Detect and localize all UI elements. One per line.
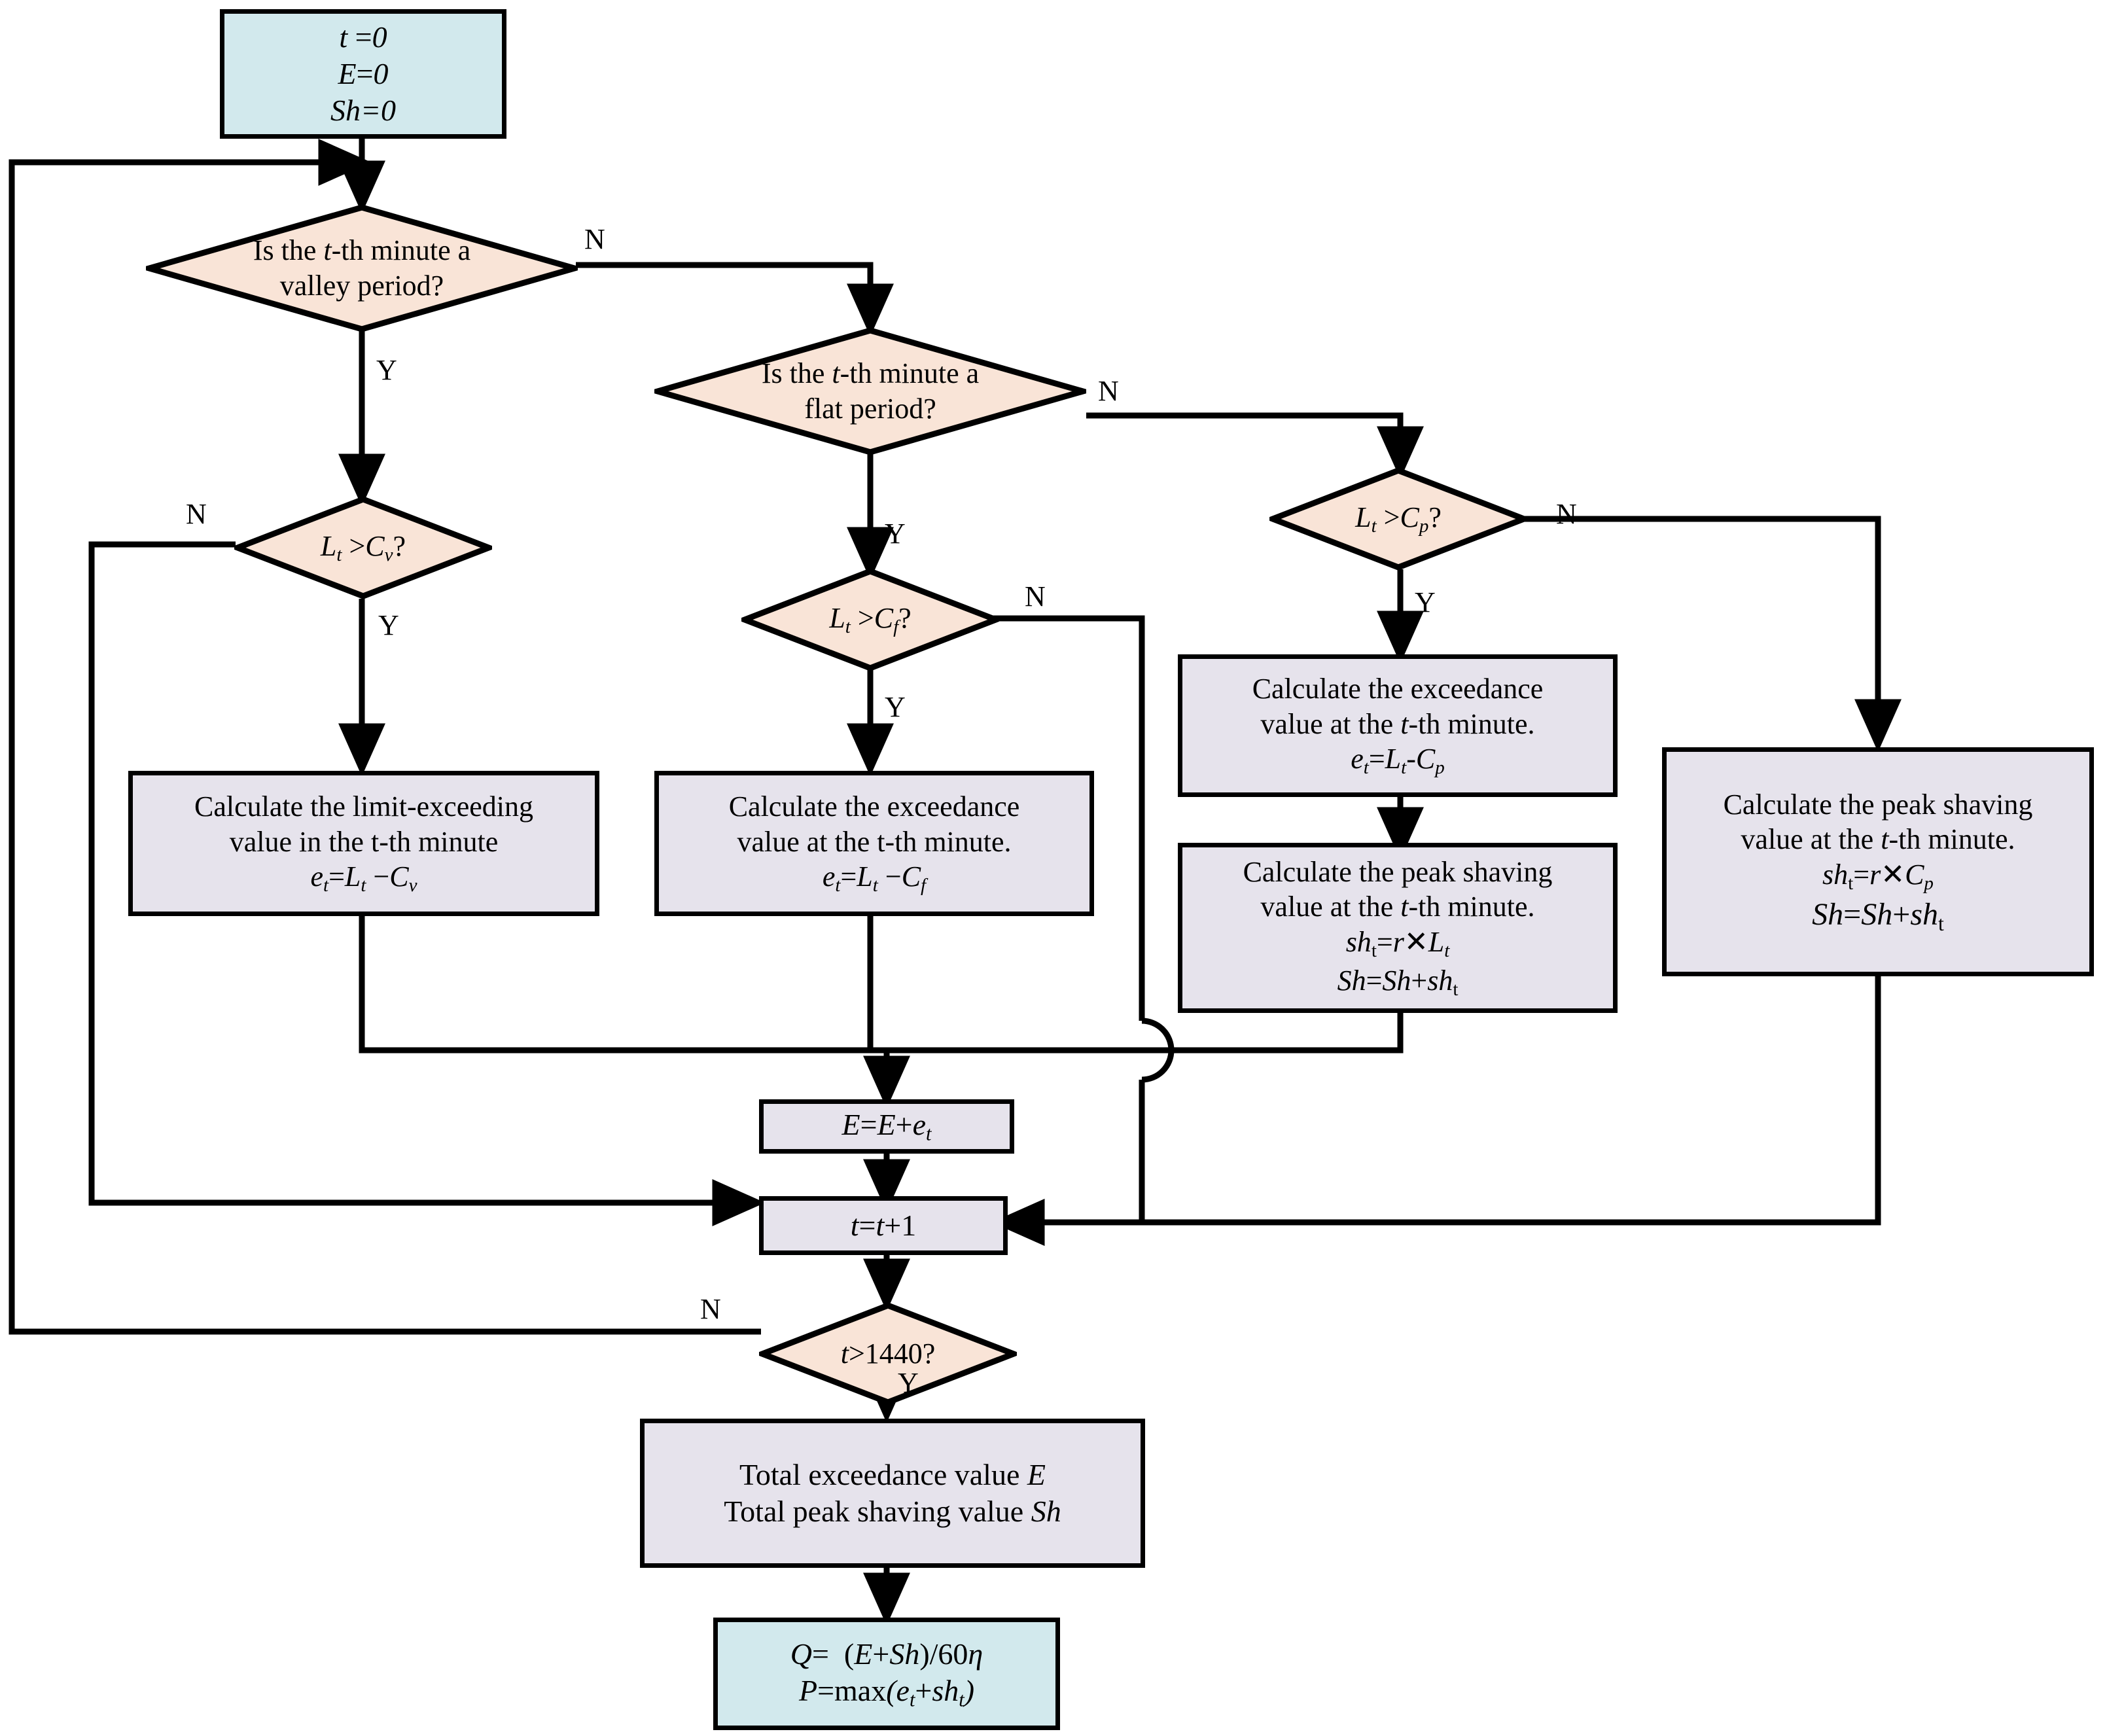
edge-ltcv-no-to-incr — [88, 541, 766, 1226]
diamond-shape — [741, 568, 999, 671]
edge-label-valley-yes: Y — [376, 354, 397, 386]
node-end[interactable]: Q= (E+Sh)/60η P=max(et+sht) — [713, 1618, 1060, 1730]
edge-t1440-no-loop — [9, 139, 761, 1335]
diamond-shape — [654, 327, 1086, 455]
node-process-peak-shaving-right[interactable]: Calculate the peak shaving value at the … — [1662, 747, 2094, 976]
node-decision-t-1440[interactable]: t>1440? — [759, 1302, 1017, 1406]
edge-label-flat-no: N — [1098, 375, 1119, 407]
node-process-peak-exceedance[interactable]: Calculate the exceedance value at the t-… — [1178, 654, 1618, 797]
process-flat-text: Calculate the exceedance value at the t-… — [728, 790, 1020, 896]
process-valley-text: Calculate the limit-exceeding value in t… — [194, 790, 533, 896]
diamond-shape — [759, 1302, 1017, 1406]
node-process-accumulate-e[interactable]: E=E+et — [759, 1099, 1014, 1154]
process-totals-text: Total exceedance value E Total peak shav… — [724, 1457, 1061, 1528]
edge-rightbox-to-incr — [991, 976, 1881, 1246]
edge-peaksh-to-merge — [863, 1013, 1404, 1109]
edge-ltcf-no-seg1 — [985, 615, 1145, 1021]
process-accumulate-e-text: E=E+et — [841, 1108, 932, 1145]
node-process-flat[interactable]: Calculate the exceedance value at the t-… — [654, 771, 1094, 916]
edge-label-flat-yes: Y — [885, 518, 906, 550]
edge-label-cv-yes: Y — [378, 609, 399, 641]
node-decision-valley[interactable]: Is the t-th minute a valley period? — [146, 204, 578, 332]
edge-label-cf-no: N — [1025, 580, 1046, 612]
node-process-peak-shaving[interactable]: Calculate the peak shaving value at the … — [1178, 843, 1618, 1013]
decision-flat-text: Is the t-th minute a flat period? — [761, 357, 980, 425]
decision-lt-cf-text: Lt >Cf? — [829, 601, 912, 637]
diamond-shape — [1269, 467, 1527, 571]
decision-t-1440-text: t>1440? — [840, 1337, 936, 1370]
node-process-increment-t[interactable]: t=t+1 — [759, 1196, 1008, 1255]
diamond-shape — [146, 204, 578, 332]
edge-label-cf-yes: Y — [885, 691, 906, 723]
start-text: t =0 E=0 Sh=0 — [330, 20, 397, 128]
edge-valley-no-to-flat — [576, 262, 894, 337]
process-peak-exceedance-text: Calculate the exceedance value at the t-… — [1252, 673, 1544, 779]
edge-procvalley-to-merge — [359, 916, 887, 1054]
node-decision-lt-cf[interactable]: Lt >Cf? — [741, 568, 999, 671]
edge-label-valley-no: N — [584, 223, 605, 255]
node-decision-flat[interactable]: Is the t-th minute a flat period? — [654, 327, 1086, 455]
edge-label-cp-no: N — [1556, 498, 1577, 530]
decision-valley-text: Is the t-th minute a valley period? — [253, 234, 471, 302]
process-increment-t-text: t=t+1 — [850, 1208, 917, 1242]
decision-lt-cp-text: Lt >Cp? — [1355, 501, 1442, 537]
node-decision-lt-cv[interactable]: Lt >Cv? — [234, 496, 492, 599]
diamond-shape — [234, 496, 492, 599]
edge-label-cv-no: N — [186, 498, 207, 530]
end-text: Q= (E+Sh)/60η P=max(et+sht) — [790, 1637, 983, 1711]
process-peak-shaving-text: Calculate the peak shaving value at the … — [1243, 855, 1553, 1000]
node-decision-lt-cp[interactable]: Lt >Cp? — [1269, 467, 1527, 571]
process-peak-shaving-right-text: Calculate the peak shaving value at the … — [1723, 788, 2033, 935]
edge-label-t1440-no: N — [700, 1293, 721, 1325]
node-process-valley[interactable]: Calculate the limit-exceeding value in t… — [128, 771, 599, 916]
edge-flat-no-to-ltcp — [1086, 412, 1424, 480]
edge-ltcp-no-to-right — [1518, 516, 1902, 753]
node-start[interactable]: t =0 E=0 Sh=0 — [220, 9, 506, 139]
edge-label-t1440-yes: Y — [898, 1367, 919, 1399]
node-process-totals[interactable]: Total exceedance value E Total peak shav… — [640, 1419, 1145, 1568]
edge-label-cp-yes: Y — [1415, 586, 1436, 618]
decision-lt-cv-text: Lt >Cv? — [320, 529, 406, 565]
edge-ltcf-no-seg2 — [991, 1080, 1145, 1246]
